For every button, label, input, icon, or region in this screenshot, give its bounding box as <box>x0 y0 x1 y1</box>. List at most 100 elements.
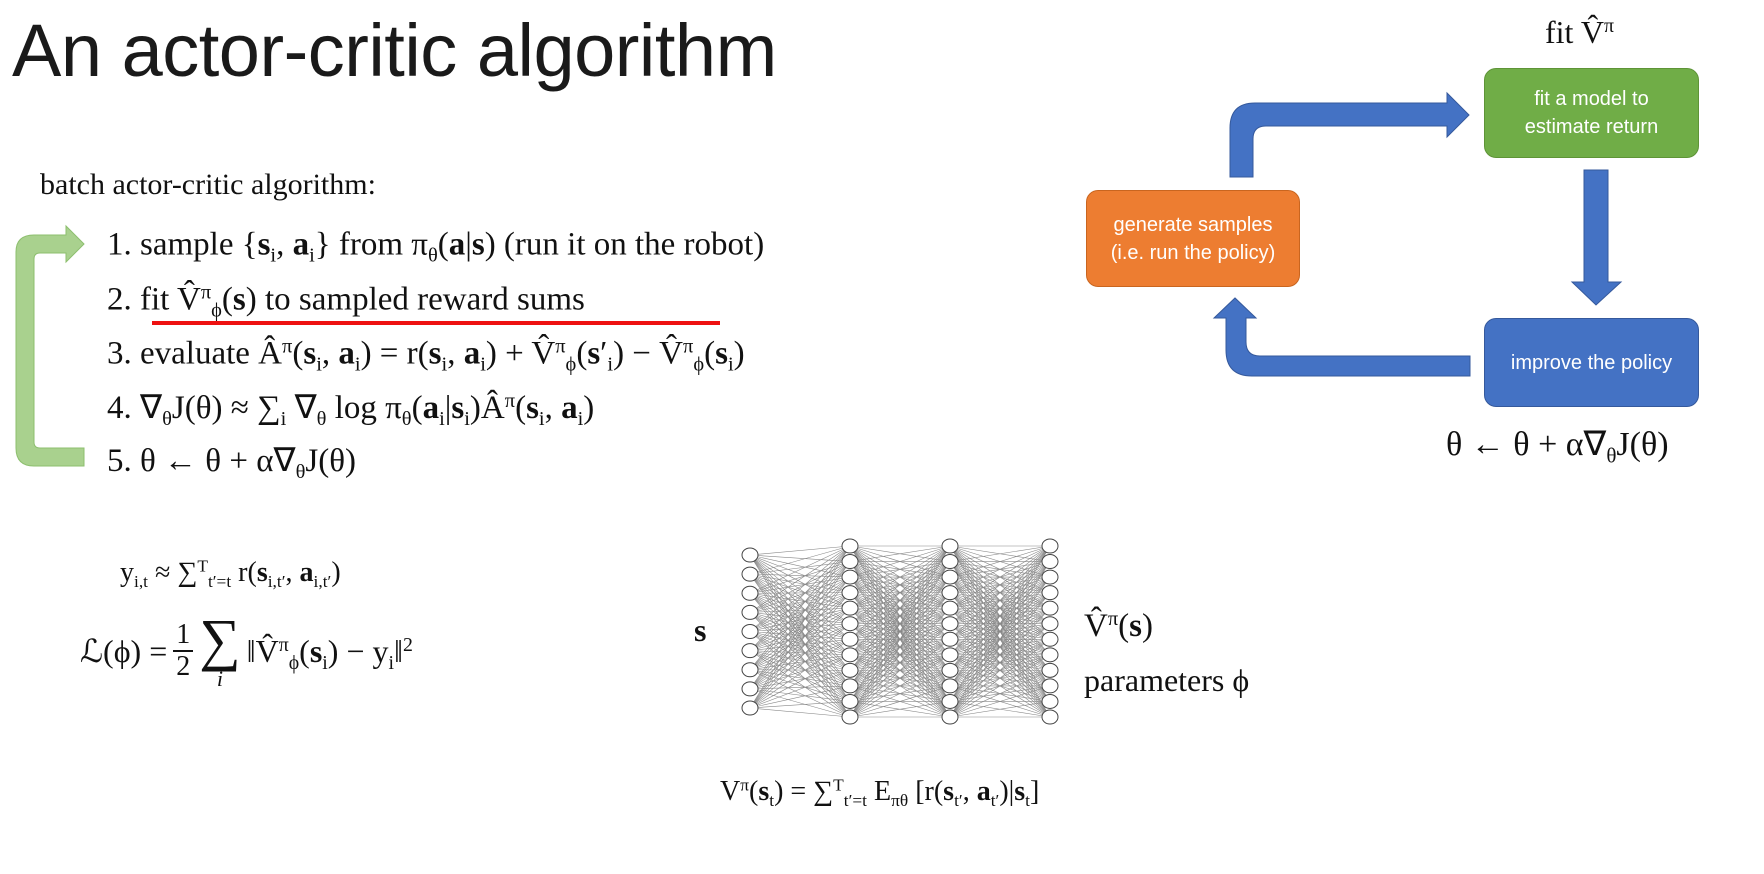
network-edge <box>749 576 851 670</box>
network-edge <box>849 545 951 687</box>
network-edge <box>749 639 851 709</box>
network-edge <box>949 545 1051 702</box>
network-node <box>941 631 959 647</box>
fraction-numerator: 1 <box>173 620 194 652</box>
network-edge <box>749 576 851 709</box>
network-edge <box>849 545 951 624</box>
network-edge <box>749 545 851 651</box>
network-edge <box>749 561 851 690</box>
network-node <box>741 681 759 697</box>
value-function-definition: Vπ(st) = ∑Tt′=t Eπθ [r(st′, at′)|st] <box>720 775 1040 811</box>
network-edge <box>849 545 951 640</box>
neural-network-diagram <box>741 538 1059 725</box>
network-node <box>1041 709 1059 725</box>
slide-title: An actor-critic algorithm <box>12 9 777 92</box>
network-node <box>741 585 759 601</box>
network-edge <box>749 545 851 556</box>
network-edge <box>749 650 851 718</box>
network-edge <box>749 607 851 671</box>
network-edge <box>749 669 851 718</box>
network-output-label: V̂π(s) <box>1084 607 1154 644</box>
network-edge <box>749 623 851 671</box>
network-edge <box>749 638 851 671</box>
fit-model-box: fit a model to estimate return <box>1484 68 1699 158</box>
network-edge <box>749 650 851 702</box>
target-definition: yi,t ≈ ∑Tt′=t r(si,t′, ai,t′) <box>120 556 341 592</box>
network-edge <box>749 554 851 624</box>
network-node <box>841 647 859 663</box>
network-edge <box>849 545 951 656</box>
network-node <box>841 709 859 725</box>
network-edge <box>949 545 1051 718</box>
loss-equation: ℒ(ϕ) = 1 2 ∑ i ‖V̂πϕ(si) − yi‖2 <box>80 611 413 691</box>
loop-arrow-shape <box>15 224 85 467</box>
step-5: 5. θ ← θ + α∇θJ(θ) <box>107 443 357 484</box>
network-edge <box>849 607 951 718</box>
network-edge <box>949 545 1051 624</box>
loop-arrow-icon <box>33 228 84 448</box>
step-2: 2. fit V̂πϕ(s) to sampled reward sums <box>107 281 585 322</box>
network-edge <box>749 623 851 651</box>
network-edge <box>849 685 951 718</box>
network-edge <box>749 607 851 651</box>
network-node <box>941 569 959 585</box>
network-edge <box>849 545 951 718</box>
network-edge <box>849 545 951 671</box>
sum-index: i <box>216 666 223 691</box>
step-2-highlight-underline <box>152 321 720 325</box>
network-edge <box>749 576 851 651</box>
network-node <box>941 600 959 616</box>
network-node <box>1041 631 1059 647</box>
network-edge <box>849 545 951 578</box>
network-node <box>1041 662 1059 678</box>
network-edge <box>749 669 851 702</box>
arrow-to-generate-icon <box>1212 297 1471 377</box>
network-node <box>941 647 959 663</box>
improve-policy-box: improve the policy <box>1484 318 1699 407</box>
policy-update-rule: θ ← θ + α∇θJ(θ) <box>1446 426 1669 468</box>
network-node <box>741 700 759 716</box>
network-edge <box>749 545 851 670</box>
network-node <box>841 678 859 694</box>
network-edge <box>749 576 851 690</box>
network-edge <box>749 592 851 651</box>
network-node <box>1041 600 1059 616</box>
network-node <box>941 693 959 709</box>
network-node <box>941 678 959 694</box>
network-edge <box>749 707 851 718</box>
fit-model-text: fit a model to estimate return <box>1524 88 1659 138</box>
network-node <box>1041 678 1059 694</box>
network-input-label: s <box>694 612 707 648</box>
network-node <box>741 604 759 620</box>
network-edge <box>849 561 951 718</box>
step-3: 3. evaluate Âπ(si, ai) = r(si, ai) + V̂π… <box>107 335 745 376</box>
network-edge <box>749 623 851 709</box>
network-edge <box>749 592 851 594</box>
loss-lhs: ℒ(ϕ) = <box>80 633 168 669</box>
network-edge <box>949 592 1051 718</box>
network-node <box>1041 693 1059 709</box>
network-node <box>841 554 859 570</box>
network-edge <box>949 545 1051 593</box>
network-edge <box>749 685 851 709</box>
network-node <box>1041 538 1059 554</box>
network-edge <box>749 561 851 709</box>
network-edge <box>749 623 851 690</box>
network-node <box>1041 554 1059 570</box>
network-edge <box>849 576 951 718</box>
network-node <box>741 566 759 582</box>
network-node <box>1041 616 1059 632</box>
network-edge <box>849 670 951 718</box>
network-node <box>841 662 859 678</box>
arrow-to-fit-icon <box>1229 91 1470 178</box>
network-parameters-label: parameters ϕ <box>1084 662 1250 698</box>
step-1: 1. sample {si, ai} from πθ(a|s) (run it … <box>107 226 765 267</box>
network-edge <box>949 654 1051 718</box>
network-node <box>841 600 859 616</box>
network-node <box>741 547 759 563</box>
step-4: 4. ∇θJ(θ) ≈ ∑i ∇θ log πθ(ai|si)Âπ(si, ai… <box>107 389 595 431</box>
network-edge <box>849 545 951 562</box>
network-edge <box>749 701 851 709</box>
network-node <box>841 585 859 601</box>
